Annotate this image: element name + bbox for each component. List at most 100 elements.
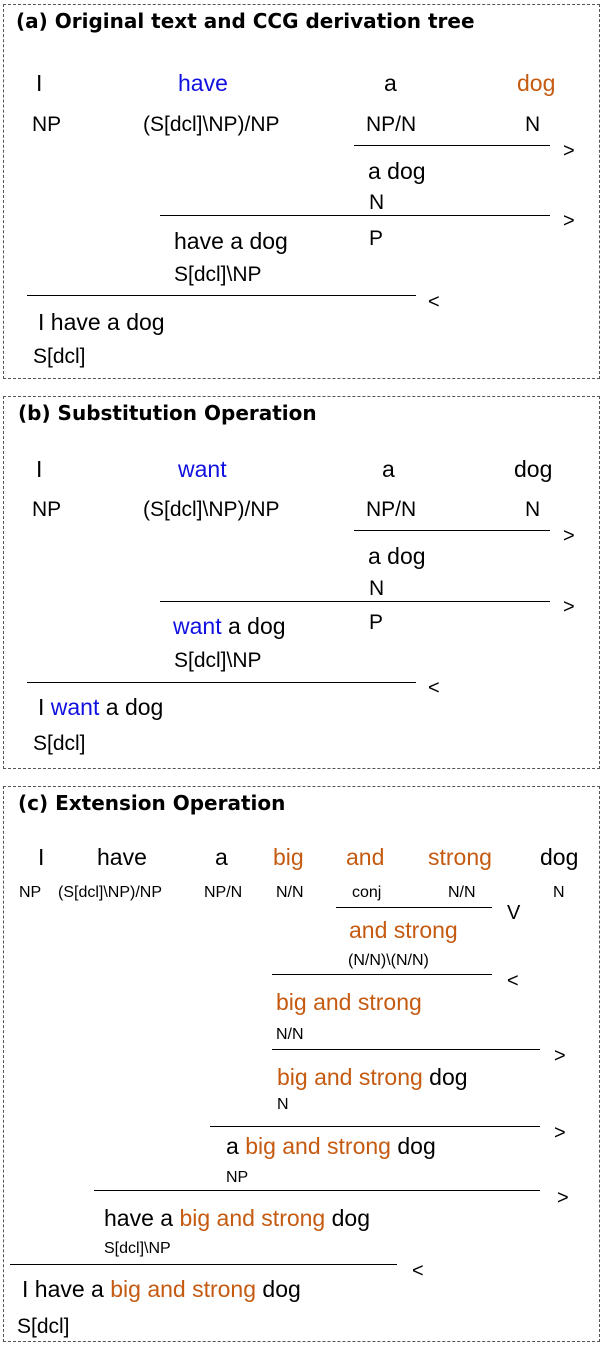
derivation-line xyxy=(27,682,416,683)
derived-sentence: I have a big and strong dog xyxy=(22,1278,301,1301)
derived-category: (N/N)\(N/N) xyxy=(348,952,429,969)
derived-category: N xyxy=(277,1096,289,1113)
inserted-phrase: big and strong xyxy=(245,1133,391,1159)
derivation-line xyxy=(10,1264,397,1265)
derivation-line xyxy=(336,907,492,908)
phrase-rest: dog xyxy=(422,1064,468,1090)
cat-np-n: NP/N xyxy=(204,884,243,901)
derived-category: S[dcl] xyxy=(33,732,86,755)
word-have: have xyxy=(97,844,147,870)
cat-big: N/N xyxy=(276,884,304,901)
cat-np: NP xyxy=(19,884,42,901)
forward-application-operator: > xyxy=(563,140,575,162)
verb-want: want xyxy=(50,694,100,720)
derivation-line xyxy=(354,145,550,146)
derivation-line xyxy=(272,974,492,975)
forward-application-operator: > xyxy=(554,1122,566,1144)
word-big: big xyxy=(273,844,304,870)
panel-a: (a) Original text and CCG derivation tre… xyxy=(3,4,600,379)
derived-phrase: big and strong xyxy=(276,989,422,1015)
derived-category: N xyxy=(369,577,385,600)
derived-phrase: want a dog xyxy=(173,615,286,638)
cat-n: N xyxy=(553,884,565,901)
derived-category: NP xyxy=(226,1169,249,1186)
forward-application-operator: > xyxy=(557,1187,569,1209)
sentence-prefix: I have a xyxy=(22,1276,111,1302)
backward-application-operator: < xyxy=(507,970,519,992)
word-i: I xyxy=(36,70,43,96)
forward-application-operator: > xyxy=(563,210,575,232)
cat-np-n: NP/N xyxy=(366,113,417,136)
forward-application-operator: > xyxy=(554,1045,566,1067)
derived-category: S[dcl]\NP xyxy=(104,1240,171,1257)
cat-np: NP xyxy=(32,113,62,136)
panel-b: (b) Substitution Operation xyxy=(3,396,600,769)
derived-category: S[dcl] xyxy=(17,1315,70,1338)
cat-n: N xyxy=(525,113,541,136)
derived-category: S[dcl] xyxy=(33,345,86,368)
derived-category: S[dcl]\NP xyxy=(174,649,262,672)
backward-application-operator: < xyxy=(412,1260,424,1282)
sentence-rest: a dog xyxy=(99,694,164,720)
phrase-prefix: a xyxy=(226,1133,246,1159)
verb-want: want xyxy=(173,613,222,639)
derived-category: P xyxy=(369,227,384,250)
cat-np: NP xyxy=(32,498,62,521)
word-strong: strong xyxy=(428,844,492,870)
derived-phrase: have a dog xyxy=(174,228,288,254)
forward-application-operator: > xyxy=(563,596,575,618)
cat-verb: (S[dcl]\NP)/NP xyxy=(143,498,280,521)
word-want: want xyxy=(178,456,227,482)
word-dog: dog xyxy=(514,456,553,482)
word-have: have xyxy=(178,70,228,96)
word-a: a xyxy=(215,844,228,870)
panel-a-title: (a) Original text and CCG derivation tre… xyxy=(16,9,475,33)
derivation-line xyxy=(160,215,550,216)
word-a: a xyxy=(384,70,397,96)
forward-application-operator: > xyxy=(563,525,575,547)
derivation-line xyxy=(210,1126,540,1127)
derived-phrase: a dog xyxy=(368,543,426,569)
derived-sentence: I have a dog xyxy=(38,309,165,335)
derived-category: P xyxy=(369,611,384,634)
derived-phrase: a dog xyxy=(368,158,426,184)
backward-application-operator: < xyxy=(428,677,440,699)
panel-b-title: (b) Substitution Operation xyxy=(18,401,317,425)
phrase-rest: dog xyxy=(390,1133,436,1159)
derivation-line xyxy=(354,530,550,531)
derived-phrase: big and strong dog xyxy=(277,1066,468,1089)
derived-phrase: and strong xyxy=(349,917,458,943)
sentence-prefix: I xyxy=(38,694,51,720)
cat-n: N xyxy=(525,498,541,521)
word-dog: dog xyxy=(540,844,579,870)
cat-np-n: NP/N xyxy=(366,498,417,521)
derivation-line xyxy=(27,295,416,296)
cat-conj: conj xyxy=(352,884,382,901)
phrase-prefix: have a xyxy=(104,1205,180,1231)
backward-application-operator: < xyxy=(428,291,440,313)
word-i: I xyxy=(38,844,45,870)
derived-phrase: have a big and strong dog xyxy=(104,1207,370,1230)
sentence-rest: dog xyxy=(256,1276,301,1302)
phrase-rest: a dog xyxy=(221,613,286,639)
derived-phrase: a big and strong dog xyxy=(226,1135,436,1158)
panel-c: (c) Extension Operation xyxy=(3,786,600,1342)
phrase-rest: dog xyxy=(325,1205,370,1231)
inserted-phrase: big and strong xyxy=(179,1205,326,1231)
word-dog: dog xyxy=(517,70,556,96)
coordination-operator: V xyxy=(507,902,521,924)
cat-verb: (S[dcl]\NP)/NP xyxy=(58,884,163,901)
derivation-line xyxy=(160,601,550,602)
inserted-phrase: big and strong xyxy=(277,1064,423,1090)
panel-c-title: (c) Extension Operation xyxy=(18,791,286,815)
derivation-line xyxy=(94,1190,540,1191)
derivation-line xyxy=(272,1049,540,1050)
word-i: I xyxy=(36,456,43,482)
cat-verb: (S[dcl]\NP)/NP xyxy=(143,113,280,136)
derived-category: S[dcl]\NP xyxy=(174,263,262,286)
inserted-phrase: big and strong xyxy=(110,1276,257,1302)
word-and: and xyxy=(346,844,385,870)
derived-category: N xyxy=(369,191,385,214)
cat-strong: N/N xyxy=(448,884,476,901)
derived-sentence: I want a dog xyxy=(38,696,163,719)
